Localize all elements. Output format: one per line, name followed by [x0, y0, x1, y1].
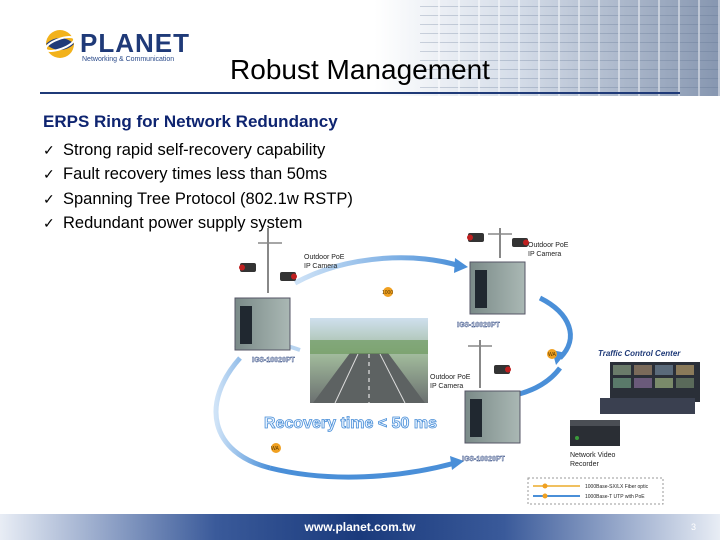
logo-tagline: Networking & Communication: [82, 56, 175, 63]
feature-list: ✓ Strong rapid self-recovery capability ✓…: [43, 138, 353, 236]
ring-port-dot: [383, 287, 393, 297]
tcc-label: Traffic Control Center: [598, 349, 681, 358]
title-divider: [40, 92, 680, 94]
legend: 1000Base-SX/LX Fiber optic 1000Base-T UT…: [527, 477, 664, 505]
nvr-icon: [570, 420, 620, 446]
legend-copper: 1000Base-T UTP with PoE: [585, 494, 645, 500]
server-room-backdrop: [420, 0, 720, 96]
list-item: ✓ Spanning Tree Protocol (802.1w RSTP): [43, 187, 353, 212]
ring-link-right: [538, 295, 573, 360]
switch-site-top-right: IGS-10020PT: [457, 228, 529, 329]
camera-label: IP Camera: [528, 251, 561, 258]
camera-icon: [467, 233, 529, 247]
logo-wordmark: PLANET: [80, 28, 190, 58]
camera-label: Outdoor PoE: [528, 242, 569, 249]
nvr-label: Recorder: [570, 461, 599, 468]
ring-port-dot: [547, 349, 557, 359]
camera-icon: [239, 263, 297, 281]
planet-globe-icon: [44, 30, 76, 58]
bullet-text: Strong rapid self-recovery capability: [63, 140, 326, 159]
ring-port-dot: [271, 443, 281, 453]
switch-label: IGS-10020PT: [462, 456, 506, 463]
footer-band: www.planet.com.tw 3: [0, 514, 720, 540]
section-subtitle: ERPS Ring for Network Redundancy: [43, 112, 338, 131]
port-tag: WA: [548, 352, 557, 358]
camera-label: Outdoor PoE: [304, 254, 345, 261]
page-title: Robust Management: [230, 54, 490, 85]
switch-site-center: IGS-10020PT: [462, 340, 521, 463]
camera-label: IP Camera: [304, 263, 337, 270]
erps-ring-diagram: 1000 WA WA IGS-10020PT Outdoor PoE IP Ca…: [213, 228, 700, 505]
bullet-text: Redundant power supply system: [63, 214, 303, 233]
check-icon: ✓: [43, 190, 55, 207]
port-tag: WA: [271, 446, 280, 452]
footer-url[interactable]: www.planet.com.tw: [304, 520, 416, 534]
list-item: ✓ Redundant power supply system: [43, 212, 353, 237]
header-band: [0, 0, 720, 96]
bullet-text: Fault recovery times less than 50ms: [63, 165, 328, 184]
road-photo: [310, 318, 428, 404]
switch-site-left: IGS-10020PT: [234, 228, 297, 364]
recovery-time-label: Recovery time < 50 ms: [264, 415, 437, 432]
switch-label: IGS-10020PT: [252, 357, 296, 364]
check-icon: ✓: [43, 166, 55, 183]
camera-label: IP Camera: [430, 383, 463, 390]
nvr-label: Network Video: [570, 452, 616, 459]
port-tag: 1000: [382, 290, 393, 296]
camera-label: Outdoor PoE: [430, 374, 471, 381]
list-item: ✓ Fault recovery times less than 50ms: [43, 163, 353, 188]
monitor-wall-icon: [600, 362, 700, 414]
ring-link-bottom: [269, 460, 456, 480]
list-item: ✓ Strong rapid self-recovery capability: [43, 138, 353, 163]
page-number: 3: [690, 522, 696, 532]
check-icon: ✓: [43, 215, 55, 232]
camera-icon: [494, 365, 511, 374]
check-icon: ✓: [43, 141, 55, 158]
legend-fiber: 1000Base-SX/LX Fiber optic: [585, 484, 649, 490]
ring-link-top: [293, 255, 461, 286]
bullet-text: Spanning Tree Protocol (802.1w RSTP): [63, 189, 353, 208]
ring-link-left: [213, 356, 271, 471]
switch-label: IGS-10020PT: [457, 322, 501, 329]
